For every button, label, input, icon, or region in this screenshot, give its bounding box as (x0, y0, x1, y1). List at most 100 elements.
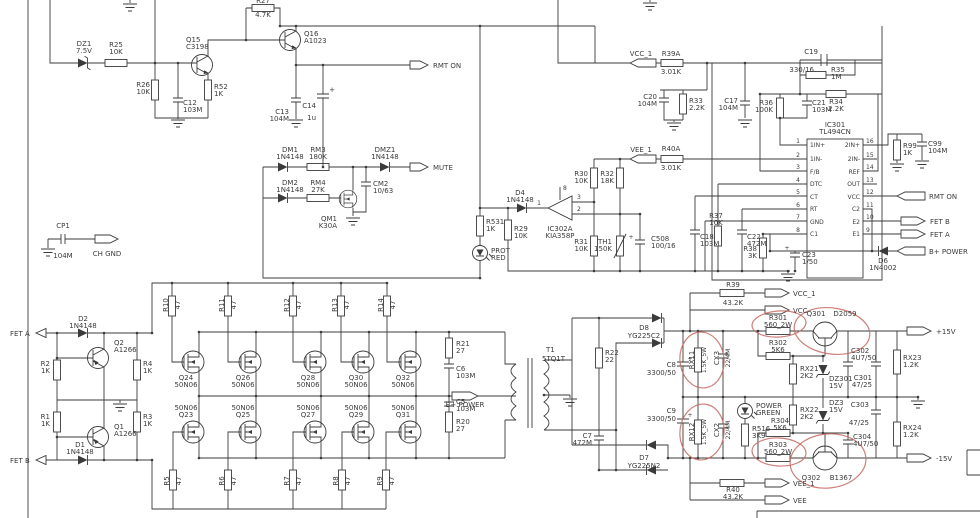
ground-icon (170, 119, 186, 128)
component-label: B1367 (830, 474, 853, 482)
component-label: C301 (854, 374, 872, 382)
component-label: 47 (389, 301, 397, 310)
component-label: 104M (638, 100, 657, 108)
component-label: C99 (928, 140, 942, 148)
component-label: RT (810, 206, 818, 213)
resistor-symbol (679, 93, 687, 115)
component-label: 47 (230, 301, 238, 310)
component-label: 1 (796, 138, 800, 145)
component-label: R99 (903, 142, 917, 150)
component-label: R40 (726, 486, 740, 494)
component-label: Q301 (807, 310, 826, 318)
component-label: 22/4M (725, 349, 732, 368)
component-label: 15 (866, 152, 874, 159)
component-label: 4.7K (255, 11, 271, 19)
port-flag-fet-b-left (34, 454, 47, 466)
component-label: K30A (319, 222, 337, 230)
component-label: 150K (594, 245, 612, 253)
component-label: 3.01K (661, 164, 682, 172)
port-flag-vcc1-top (628, 58, 657, 68)
resistor-symbol (759, 237, 767, 259)
resistor-symbol (504, 219, 512, 241)
resistor-symbol (383, 295, 391, 317)
component-label: 10 (866, 214, 874, 221)
resistor-symbol (204, 79, 212, 101)
component-label: 560_2W (764, 448, 792, 456)
component-label: R22 (605, 349, 619, 357)
component-label: 103M (456, 372, 475, 380)
component-label: 104M (270, 115, 289, 123)
mosfet-icon (351, 420, 375, 444)
component-label: Q30 (349, 374, 363, 382)
component-label: 47 (230, 477, 238, 486)
resistor-symbol (893, 421, 901, 447)
port-flag-ch-gnd (94, 234, 120, 244)
component-label: CT (810, 194, 818, 201)
resistor-symbol (805, 71, 827, 79)
component-label: 100K (755, 106, 773, 114)
component-label: 10/63 (373, 187, 393, 195)
component-label: TH1 (597, 238, 612, 246)
component-label: C8 (667, 361, 676, 369)
component-label: R9 (376, 476, 384, 485)
port-flag-fet-a-left (34, 327, 47, 339)
resistor-symbol (168, 295, 176, 317)
component-label: 47 (344, 477, 352, 486)
component-label: REF (849, 169, 861, 176)
component-label: R4 (143, 360, 153, 368)
resistor-symbol (306, 163, 330, 171)
opamp-icon (546, 195, 573, 221)
component-label: DZ1 (77, 40, 92, 48)
component-label: R31 (574, 238, 588, 246)
component-label: D2059 (833, 310, 856, 318)
red-annotation-circle (789, 433, 867, 489)
component-label: C303 (851, 401, 869, 409)
component-label: C304 (853, 433, 872, 441)
resistor-symbol (595, 347, 603, 369)
component-label: + (687, 412, 692, 419)
resistor-symbol (133, 359, 141, 381)
component-label: 1IN- (810, 156, 822, 163)
component-label: C12 (183, 99, 197, 107)
component-label: 2 (796, 152, 800, 159)
component-label: 1.2K (903, 361, 919, 369)
component-label: 8 (563, 185, 567, 192)
component-label: C2 (852, 206, 860, 213)
component-label: R26 (136, 81, 150, 89)
component-label: R25 (109, 41, 123, 49)
transistor-symbols (87, 29, 838, 471)
component-label: 1N4148 (69, 322, 97, 330)
resistor-symbol (445, 337, 453, 359)
component-label: Q23 (179, 411, 193, 419)
component-label: IC301 (825, 121, 845, 129)
resistor-symbol (694, 419, 702, 445)
port-flag-vee (764, 495, 791, 505)
component-label: 3K (748, 252, 757, 260)
component-label: 1M (831, 73, 842, 81)
component-label: FET A (930, 231, 950, 239)
component-label: 100/16 (651, 242, 676, 250)
component-label: T1 (545, 346, 555, 354)
component-label: Q25 (236, 411, 250, 419)
component-label: B+ POWER (446, 401, 485, 409)
component-label: 1IN+ (810, 142, 825, 149)
resistor-symbol (476, 215, 484, 237)
component-label: C17 (724, 97, 738, 105)
resistor-symbol (776, 97, 784, 119)
component-label: 3 (796, 164, 800, 171)
port-flag-rmt-on-top (409, 60, 430, 70)
mosfet-icon (338, 189, 358, 209)
component-label: 104M (928, 147, 947, 155)
component-label: 27K (311, 186, 325, 194)
component-label: Q32 (396, 374, 410, 382)
component-label: 47 (295, 477, 303, 486)
ground-icon (666, 122, 682, 131)
component-label: 22/4M (725, 421, 732, 440)
wires-protection (479, 26, 897, 278)
power-led-icon (737, 403, 758, 419)
component-label: R20 (456, 418, 470, 426)
component-label: 10K (575, 177, 589, 185)
thermistor-symbol (616, 235, 624, 257)
ground-icon (910, 400, 926, 409)
resistor-symbol (151, 79, 159, 101)
